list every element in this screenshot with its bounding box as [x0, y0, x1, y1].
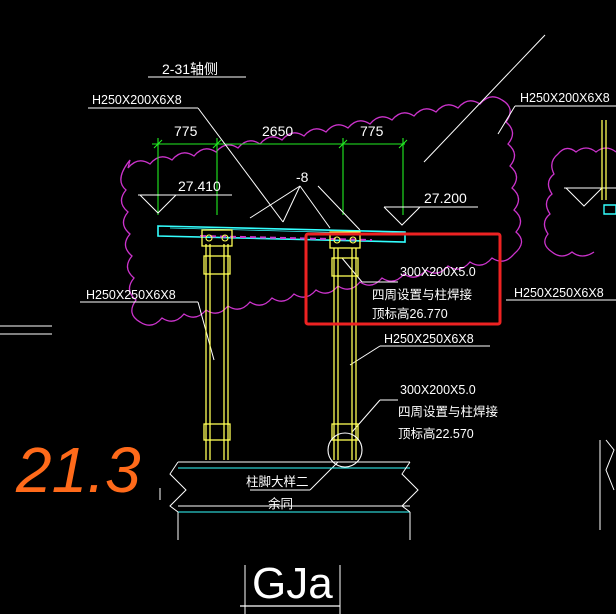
highlight-box — [304, 232, 502, 326]
plate-lower-size: 300X200X5.0 — [400, 383, 476, 397]
revision-cloud — [120, 96, 616, 326]
plate-upper-size: 300X200X5.0 — [400, 265, 476, 279]
base-note-2: 余同 — [268, 496, 293, 511]
dimension-right: 775 — [360, 123, 384, 139]
beam-right-top-label: H250X200X6X8 — [520, 91, 610, 105]
plate-lower-note-1: 四周设置与柱焊接 — [398, 404, 499, 419]
base-note-1: 柱脚大样二 — [246, 474, 309, 489]
dimension-left: 775 — [174, 123, 198, 139]
plate-upper-note-2: 顶标高26.770 — [372, 306, 448, 321]
elevation-left: 27.410 — [178, 178, 221, 194]
slope-mark: -8 — [296, 169, 309, 185]
axis-title: 2-31轴侧 — [162, 61, 218, 77]
steel-columns — [201, 120, 607, 460]
elevation-right: 27.200 — [424, 190, 467, 206]
foundation — [159, 439, 615, 614]
elevation-markers — [138, 187, 616, 226]
drawing-title: GJa — [252, 559, 333, 608]
plate-lower-note-2: 顶标高22.570 — [398, 426, 474, 441]
plate-upper-note-1: 四周设置与柱焊接 — [372, 287, 473, 302]
column-connections — [205, 234, 363, 468]
leader-lines — [0, 34, 616, 491]
dimension-middle: 2650 — [262, 123, 293, 139]
column-left-label: H250X250X6X8 — [86, 288, 176, 302]
beam-left-label: H250X200X6X8 — [92, 93, 182, 107]
handwritten-annotation: 21.3 — [15, 434, 141, 506]
dimension-lines — [152, 138, 408, 215]
column-middle-label: H250X250X6X8 — [384, 332, 474, 346]
column-right-side-label: H250X250X6X8 — [514, 286, 604, 300]
